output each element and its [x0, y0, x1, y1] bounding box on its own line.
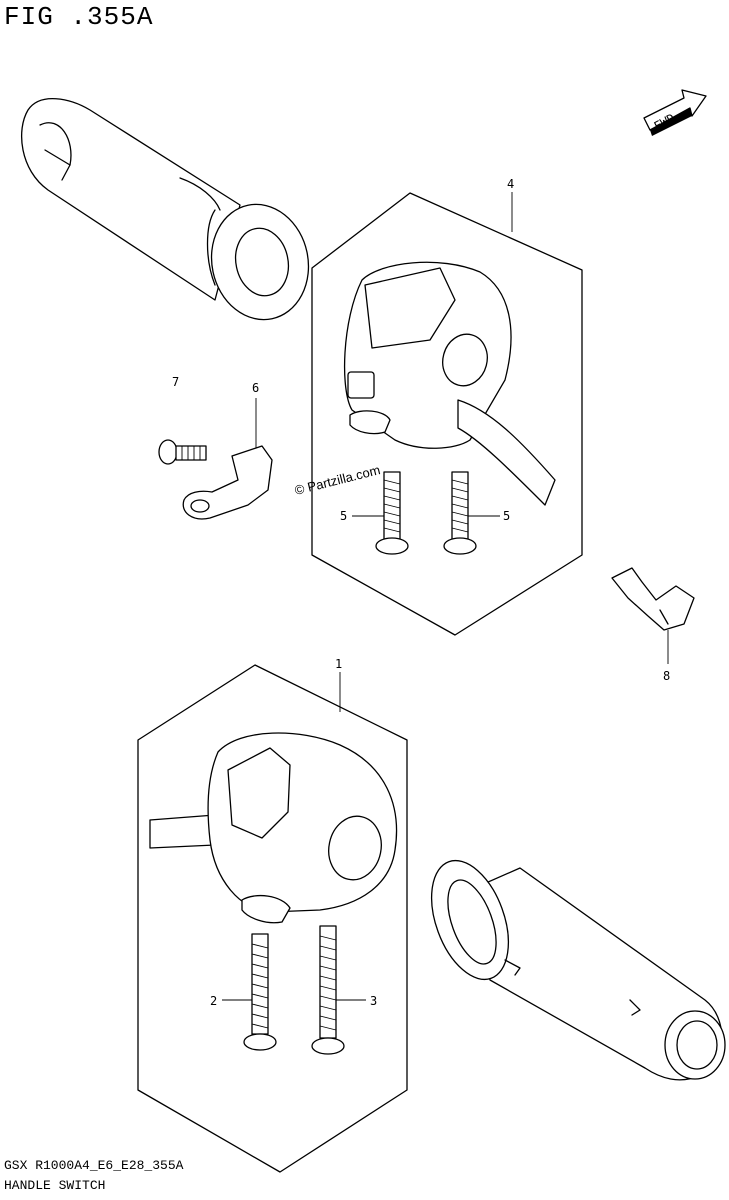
- diagram-name: HANDLE SWITCH: [4, 1178, 106, 1193]
- screw-3: [311, 925, 345, 1055]
- callout-7: 7: [172, 375, 179, 389]
- clamp-8: [611, 567, 695, 631]
- assembly-frame-4: [311, 192, 583, 636]
- callout-5-right: 5: [503, 509, 510, 523]
- screw-5-right: [443, 471, 477, 555]
- bracket-6: [182, 445, 273, 520]
- fwd-arrow-icon: FWD: [643, 89, 707, 136]
- callout-4: 4: [507, 177, 514, 191]
- callout-5-left: 5: [340, 509, 347, 523]
- callout-8: 8: [663, 669, 670, 683]
- assembly-frame-1: [137, 664, 408, 1173]
- figure-title: FIG .355A: [4, 2, 154, 32]
- bolt-7: [158, 439, 207, 465]
- callout-1: 1: [335, 657, 342, 671]
- left-handle-switch: [149, 732, 398, 924]
- screw-5-left: [375, 471, 409, 555]
- right-grip: [431, 859, 726, 1081]
- right-handle-switch: [343, 261, 556, 506]
- callout-3: 3: [370, 994, 377, 1008]
- watermark: © Partzilla.com: [293, 462, 382, 498]
- diagram-code: GSX R1000A4_E6_E28_355A: [4, 1158, 184, 1173]
- screw-2: [243, 933, 277, 1051]
- left-grip: [21, 97, 310, 321]
- callout-2: 2: [210, 994, 217, 1008]
- callout-6: 6: [252, 381, 259, 395]
